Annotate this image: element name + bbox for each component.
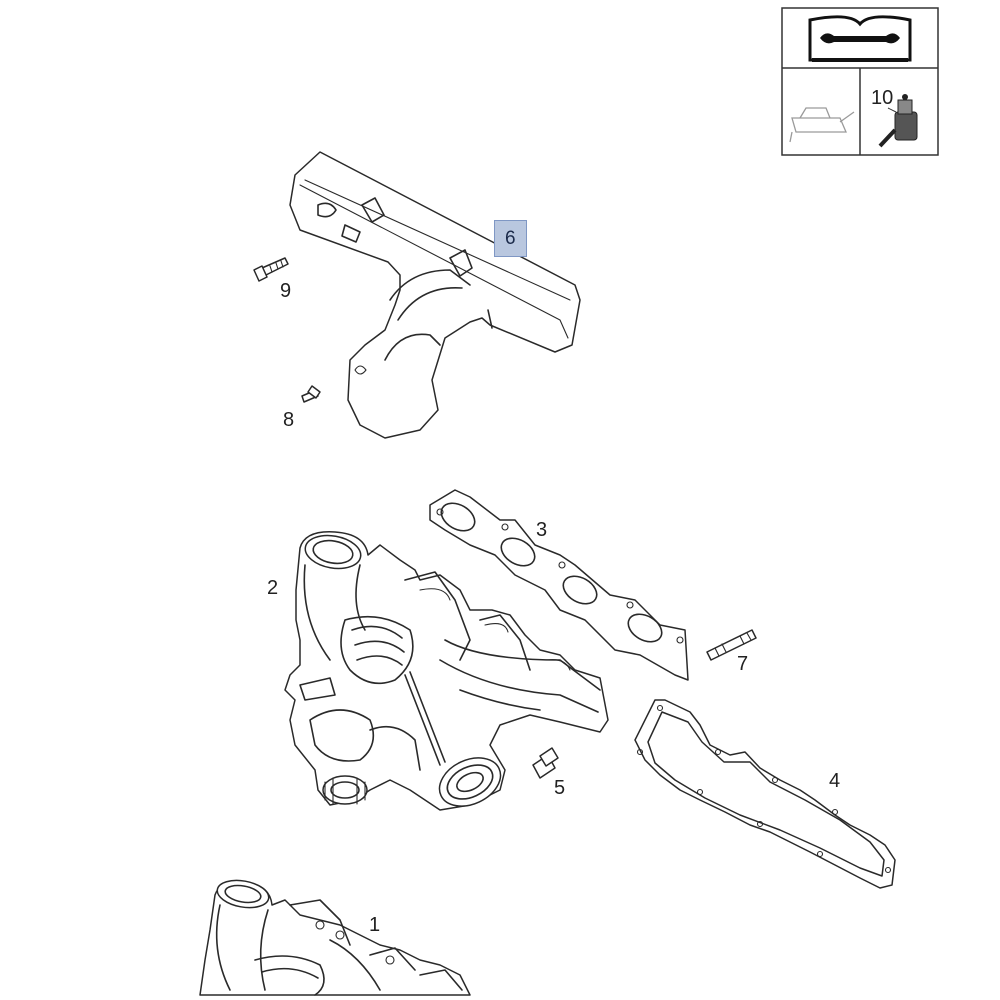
fitting-part-5	[532, 747, 559, 779]
callout-10: 10	[871, 87, 894, 109]
callout-6-highlighted[interactable]: 6	[494, 220, 527, 257]
callout-5: 5	[554, 777, 566, 799]
oil-can-icon	[789, 107, 855, 143]
legend-box	[781, 7, 939, 156]
manifold-gasket-part	[429, 489, 689, 681]
callout-2: 2	[267, 577, 279, 599]
bolt-part-9	[253, 257, 289, 282]
callout-3: 3	[536, 519, 548, 541]
stud-part-7	[706, 629, 757, 661]
callout-1: 1	[369, 914, 381, 936]
outer-gasket-part	[634, 699, 896, 889]
callout-9: 9	[280, 280, 292, 302]
heat-shield-part	[289, 151, 581, 439]
callout-4: 4	[829, 770, 841, 792]
special-tool-icon	[878, 94, 918, 148]
turbo-assembly-part-1	[199, 879, 471, 996]
callout-7: 7	[737, 653, 749, 675]
service-manual-icon	[808, 15, 912, 62]
screw-part-8	[301, 385, 321, 403]
callout-8: 8	[283, 409, 295, 431]
turbocharger-manifold-part	[284, 531, 609, 811]
